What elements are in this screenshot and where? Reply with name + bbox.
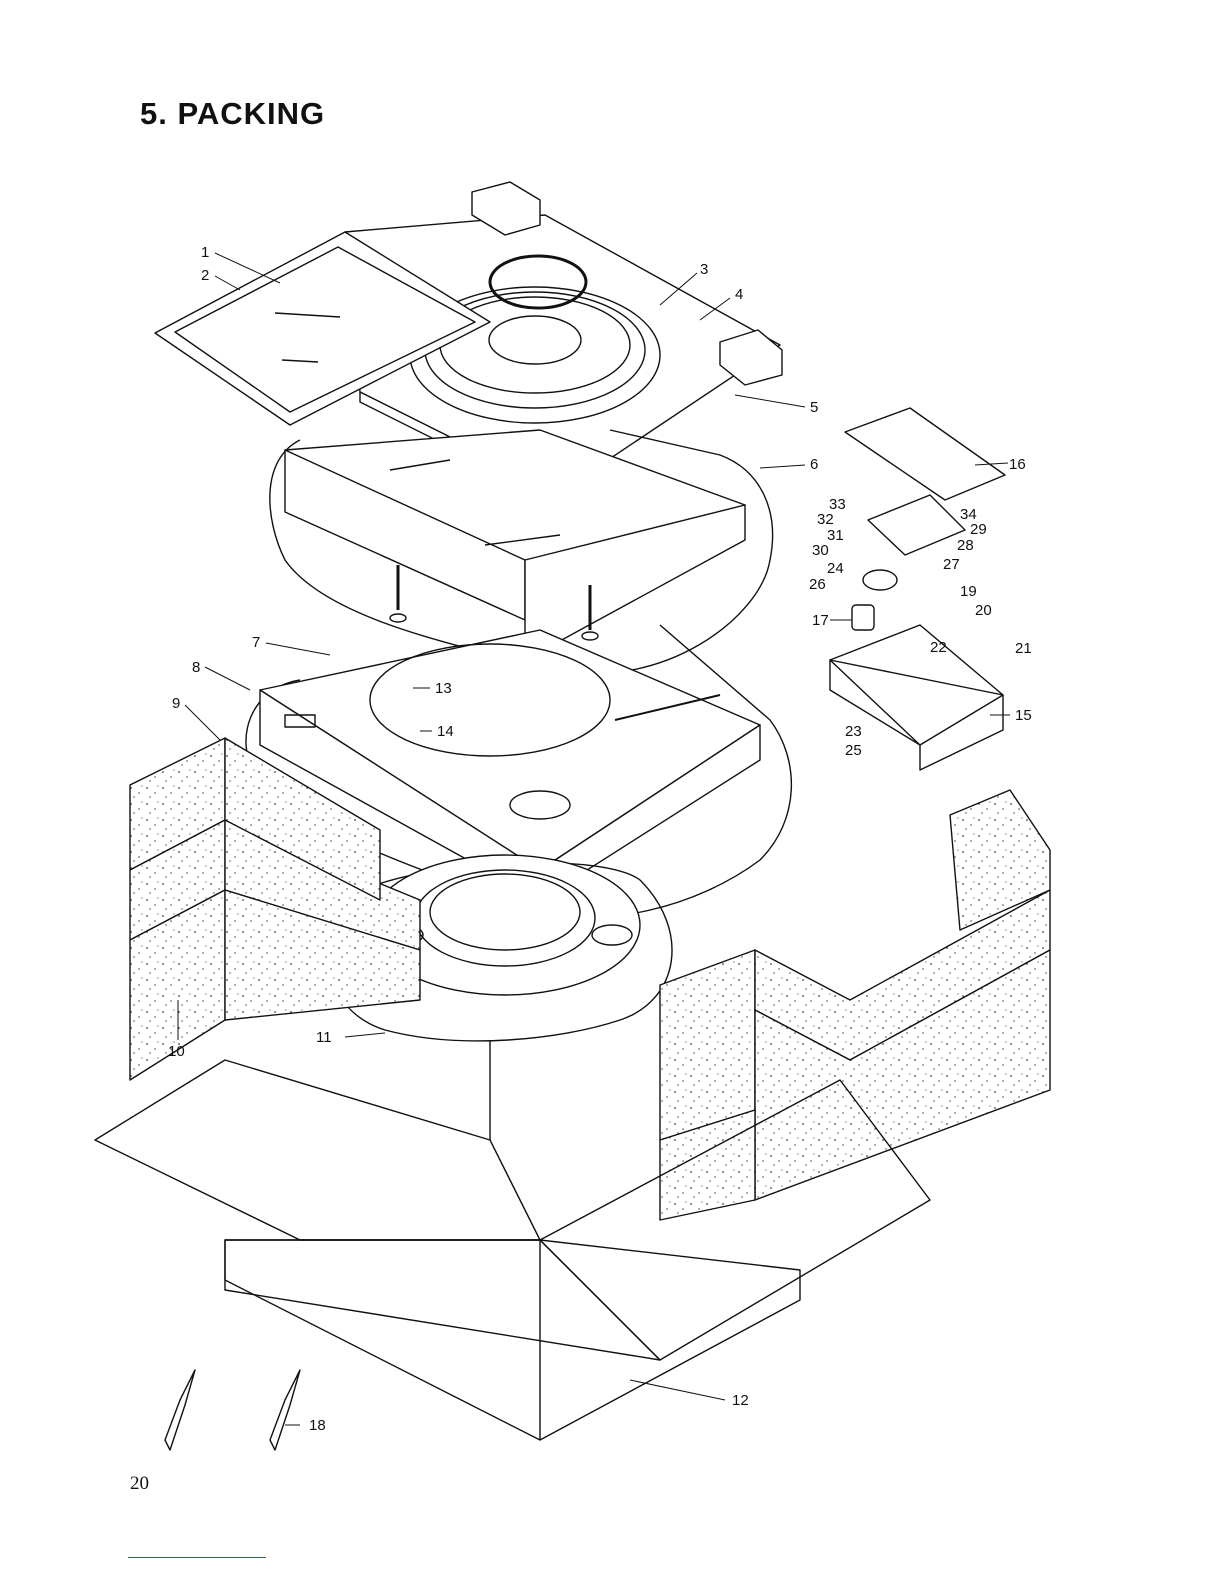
callout-8: 8 — [192, 659, 200, 676]
callout-24: 24 — [827, 560, 844, 577]
callout-2: 2 — [201, 267, 209, 284]
callout-25: 25 — [845, 742, 862, 759]
callout-1: 1 — [201, 244, 209, 261]
callout-32: 32 — [817, 511, 834, 528]
spare-belts — [165, 1370, 300, 1450]
callout-26: 26 — [809, 576, 826, 593]
callout-12: 12 — [732, 1392, 749, 1409]
callout-13: 13 — [435, 680, 452, 697]
callout-11: 11 — [316, 1029, 332, 1046]
callout-6: 6 — [810, 456, 818, 473]
callout-22: 22 — [930, 639, 947, 656]
callout-27: 27 — [943, 556, 960, 573]
callout-5: 5 — [810, 399, 818, 416]
callout-21: 21 — [1015, 640, 1032, 657]
callout-4: 4 — [735, 286, 743, 303]
callout-30: 30 — [812, 542, 829, 559]
callout-14: 14 — [437, 723, 454, 740]
callout-7: 7 — [252, 634, 260, 651]
callout-10: 10 — [168, 1043, 185, 1060]
right-foam-cushion — [660, 790, 1050, 1220]
callout-15: 15 — [1015, 707, 1032, 724]
callout-17: 17 — [812, 612, 829, 629]
callout-28: 28 — [957, 537, 974, 554]
callout-9: 9 — [172, 695, 180, 712]
callout-18: 18 — [309, 1417, 326, 1434]
callout-29: 29 — [970, 521, 987, 538]
callout-31: 31 — [827, 527, 844, 544]
callout-23: 23 — [845, 723, 862, 740]
callout-16: 16 — [1009, 456, 1026, 473]
footer-rule — [128, 1557, 266, 1558]
callout-3: 3 — [700, 261, 708, 278]
accessory-box — [830, 570, 1003, 770]
leaflet — [845, 408, 1005, 500]
callout-20: 20 — [975, 602, 992, 619]
callout-34: 34 — [960, 506, 977, 523]
callout-33: 33 — [829, 496, 846, 513]
page-number: 20 — [130, 1473, 149, 1495]
callout-19: 19 — [960, 583, 977, 600]
small-parts-card — [868, 495, 965, 555]
